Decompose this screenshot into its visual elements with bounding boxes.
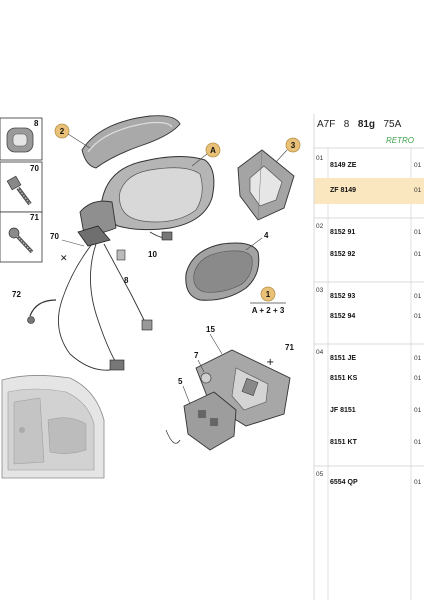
table-row-ref[interactable]: 8152 92	[330, 251, 355, 258]
callout-3: 3	[291, 141, 296, 150]
callout-5: 5	[178, 377, 183, 386]
callout-10: 10	[148, 250, 157, 259]
callout-72: 72	[12, 290, 21, 299]
small-parts-legend: 8 70 71	[0, 117, 43, 263]
screw-part	[8, 227, 34, 254]
table-row-qty: 01	[414, 407, 422, 414]
callout-bubble-1	[260, 286, 276, 302]
table-row-ref[interactable]: 8149 ZE	[330, 162, 357, 169]
highlighted-row	[314, 178, 424, 204]
door-illustration	[1, 375, 105, 479]
callout-8-clip: 8	[124, 276, 129, 285]
switch-module-part	[165, 391, 237, 451]
header-code: A7F 8 81g 75A	[317, 114, 402, 131]
group-code: 04	[316, 349, 324, 356]
table-row-qty: 01	[414, 375, 422, 382]
table-row-qty: 01	[414, 187, 422, 194]
callout-A: A	[210, 146, 216, 155]
switch-knob-part	[200, 372, 212, 384]
table-row-ref[interactable]: 8151 KT	[330, 439, 358, 446]
wiring-harness	[57, 231, 167, 371]
connector-part	[161, 231, 173, 241]
table-row-qty: 01	[414, 229, 422, 236]
header-code-c: 81g	[358, 119, 375, 130]
table-row-ref[interactable]: 8151 KS	[330, 375, 358, 382]
header-code-a: A7F	[317, 119, 335, 130]
table-row-qty: 01	[414, 251, 422, 258]
fixing-plus-icon: +	[266, 357, 274, 368]
callout-71-switch: 71	[285, 343, 294, 352]
mirror-glass-part	[185, 242, 260, 301]
table-row-qty: 01	[414, 439, 422, 446]
table-row-ref[interactable]: 8152 93	[330, 293, 355, 300]
mirror-cover-part	[81, 115, 181, 169]
callout-1: 1	[266, 290, 271, 299]
callout-bubble-3	[285, 137, 301, 153]
group-code: 02	[316, 223, 324, 230]
table-row-qty: 01	[414, 162, 422, 169]
assembly-formula: A + 2 + 3	[252, 306, 285, 315]
table-rows: 01 8149 ZE 01 ZF 8149 01 02 8152 91 01 8152 92 01…	[314, 155, 424, 486]
grommet-part	[6, 127, 34, 153]
table-row-qty: 01	[414, 313, 422, 320]
table-row-qty: 01	[414, 355, 422, 362]
table-row-qty: 01	[414, 479, 422, 486]
mirror-bracket-part	[237, 149, 295, 221]
callout-71: 71	[30, 213, 39, 222]
header-code-d: 75A	[384, 119, 402, 130]
callout-bubble-2	[54, 123, 70, 139]
group-code: 03	[316, 287, 324, 294]
cable-tie-part	[27, 299, 57, 324]
group-code: 05	[316, 471, 324, 478]
header-subtitle: RETRO	[386, 136, 414, 145]
table-row-ref[interactable]: JF 8151	[330, 407, 356, 414]
callout-70-harness: 70	[50, 232, 59, 241]
table-row-ref[interactable]: 8152 91	[330, 229, 355, 236]
bolt-part	[6, 175, 32, 206]
header-code-b: 8	[344, 119, 350, 130]
group-code: 01	[316, 155, 324, 162]
callout-15: 15	[206, 325, 215, 334]
table-row-qty: 01	[414, 293, 422, 300]
clip-part	[116, 249, 126, 261]
callout-7: 7	[194, 351, 199, 360]
callout-bubble-A	[205, 142, 221, 158]
callout-70: 70	[30, 164, 39, 173]
table-row-ref[interactable]: ZF 8149	[330, 187, 356, 194]
plug-part	[109, 359, 125, 371]
callout-4: 4	[264, 231, 269, 240]
plug-part	[141, 319, 153, 331]
table-row-ref[interactable]: 8152 94	[330, 313, 355, 320]
fixing-marker-icon: ✕	[60, 254, 68, 264]
mirror-housing-part	[77, 155, 215, 247]
callout-2: 2	[60, 127, 65, 136]
table-row-ref[interactable]: 8151 JE	[330, 355, 356, 362]
table-row-ref[interactable]: 6554 QP	[330, 479, 358, 486]
callout-8: 8	[34, 119, 39, 128]
